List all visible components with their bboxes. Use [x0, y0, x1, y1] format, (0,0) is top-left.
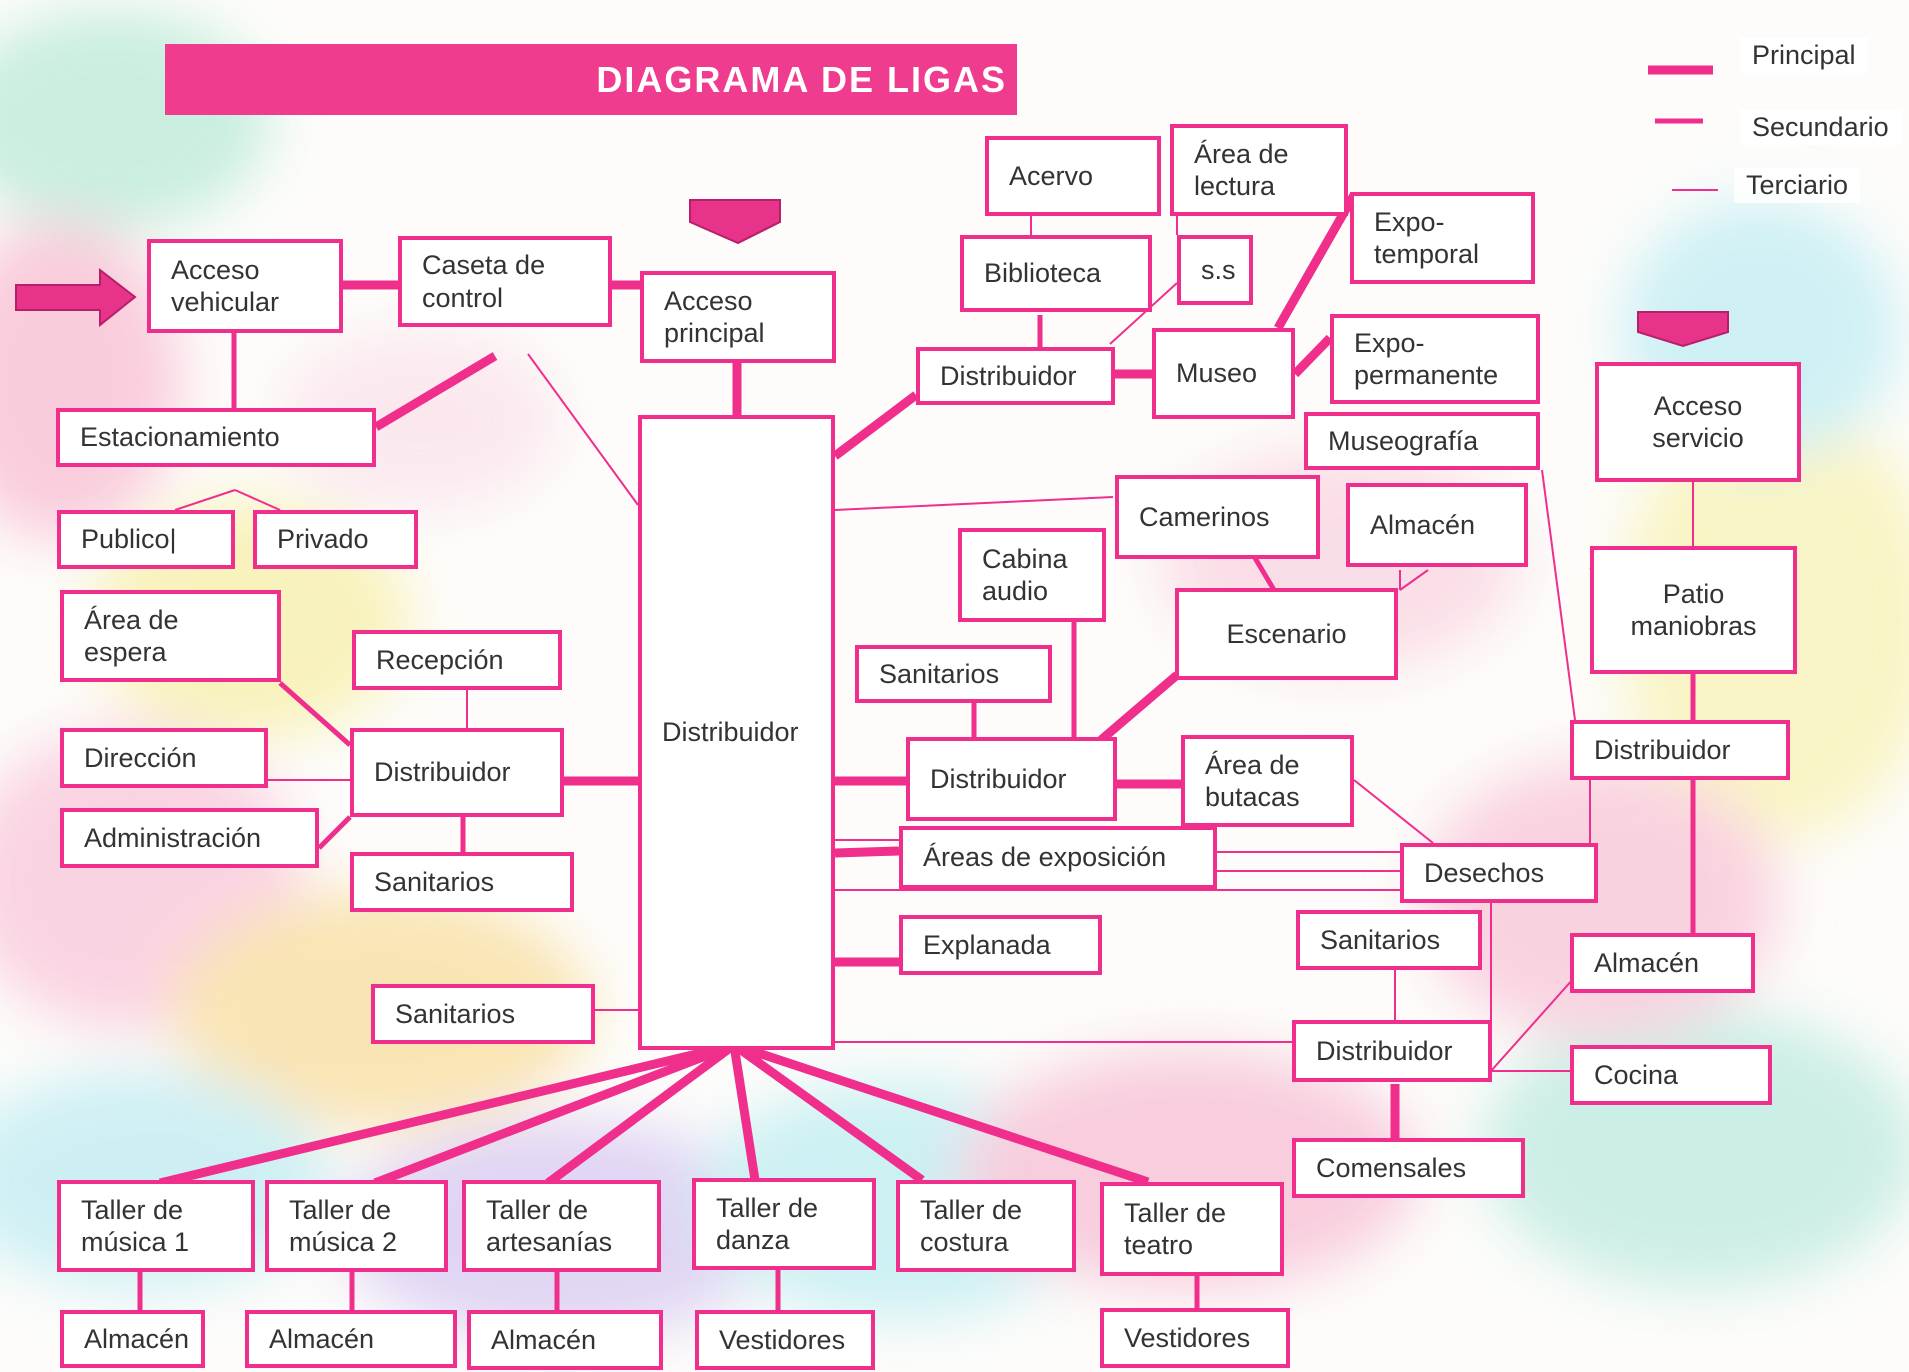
node-distribuidor-izq: Distribuidor [350, 728, 564, 817]
node-camerinos: Camerinos [1115, 475, 1320, 559]
node-patio-maniobras: Patio maniobras [1590, 546, 1797, 674]
node-areas-exposicion: Áreas de exposición [899, 826, 1217, 889]
node-estacionamiento: Estacionamiento [56, 408, 376, 467]
arrow-down-icon [1637, 311, 1729, 348]
node-vestidores-danza: Vestidores [695, 1310, 875, 1370]
node-taller-costura: Taller de costura [896, 1180, 1076, 1272]
node-almacen-servicio: Almacén [1570, 933, 1755, 993]
node-acceso-servicio: Acceso servicio [1595, 362, 1801, 482]
node-cocina: Cocina [1570, 1045, 1772, 1105]
node-taller-musica2: Taller de música 2 [265, 1180, 448, 1272]
node-cabina-audio: Cabina audio [958, 528, 1106, 622]
node-acceso-principal: Acceso principal [640, 271, 836, 363]
arrow-right-icon [15, 267, 137, 328]
node-taller-artesanias: Taller de artesanías [462, 1180, 661, 1272]
node-privado: Privado [253, 510, 418, 569]
node-museografia: Museografía [1304, 412, 1540, 470]
legend-secundario: Secundario [1740, 110, 1901, 145]
node-expo-temporal: Expo- temporal [1350, 192, 1535, 284]
node-sanitarios-comedor: Sanitarios [1296, 910, 1482, 970]
node-explanada: Explanada [899, 915, 1102, 975]
legend-principal: Principal [1740, 38, 1868, 73]
node-museo: Museo [1152, 328, 1295, 419]
node-administracion: Administración [60, 808, 319, 868]
node-direccion: Dirección [60, 728, 268, 788]
legend-terciario: Terciario [1734, 168, 1861, 203]
node-taller-danza: Taller de danza [692, 1178, 876, 1270]
node-almacen-3: Almacén [467, 1310, 663, 1370]
node-taller-teatro: Taller de teatro [1100, 1182, 1284, 1276]
node-caseta-control: Caseta de control [398, 236, 612, 327]
node-sanitarios-teatro: Sanitarios [855, 645, 1052, 703]
node-comensales: Comensales [1292, 1138, 1525, 1198]
node-recepcion: Recepción [352, 630, 562, 690]
node-biblioteca: Biblioteca [960, 235, 1152, 312]
node-escenario: Escenario [1175, 588, 1398, 680]
node-distribuidor-teatro: Distribuidor [906, 737, 1117, 821]
node-distribuidor-central: Distribuidor [638, 415, 835, 1050]
node-sanitarios-izq: Sanitarios [350, 852, 574, 912]
node-distribuidor-comedor: Distribuidor [1292, 1020, 1492, 1082]
node-sanitarios-bajo: Sanitarios [371, 984, 595, 1044]
node-expo-permanente: Expo- permanente [1330, 314, 1540, 404]
node-publico: Publico| [57, 510, 235, 569]
node-taller-musica1: Taller de música 1 [57, 1180, 255, 1272]
node-vestidores-teatro: Vestidores [1100, 1308, 1290, 1368]
node-almacen-escenario: Almacén [1346, 483, 1528, 567]
node-acceso-vehicular: Acceso vehicular [147, 239, 343, 333]
node-area-butacas: Área de butacas [1181, 735, 1354, 827]
node-almacen-2: Almacén [245, 1310, 457, 1368]
node-area-espera: Área de espera [60, 590, 281, 682]
node-almacen-1: Almacén [60, 1310, 205, 1368]
node-distribuidor-museo: Distribuidor [916, 347, 1115, 405]
node-acervo: Acervo [985, 136, 1161, 216]
node-area-lectura: Área de lectura [1170, 124, 1348, 216]
node-desechos: Desechos [1400, 843, 1598, 903]
arrow-down-icon [689, 199, 781, 245]
node-ss: s.s [1177, 235, 1253, 305]
node-distribuidor-servicio: Distribuidor [1570, 720, 1790, 780]
diagram-title: DIAGRAMA DE LIGAS [165, 44, 1017, 115]
